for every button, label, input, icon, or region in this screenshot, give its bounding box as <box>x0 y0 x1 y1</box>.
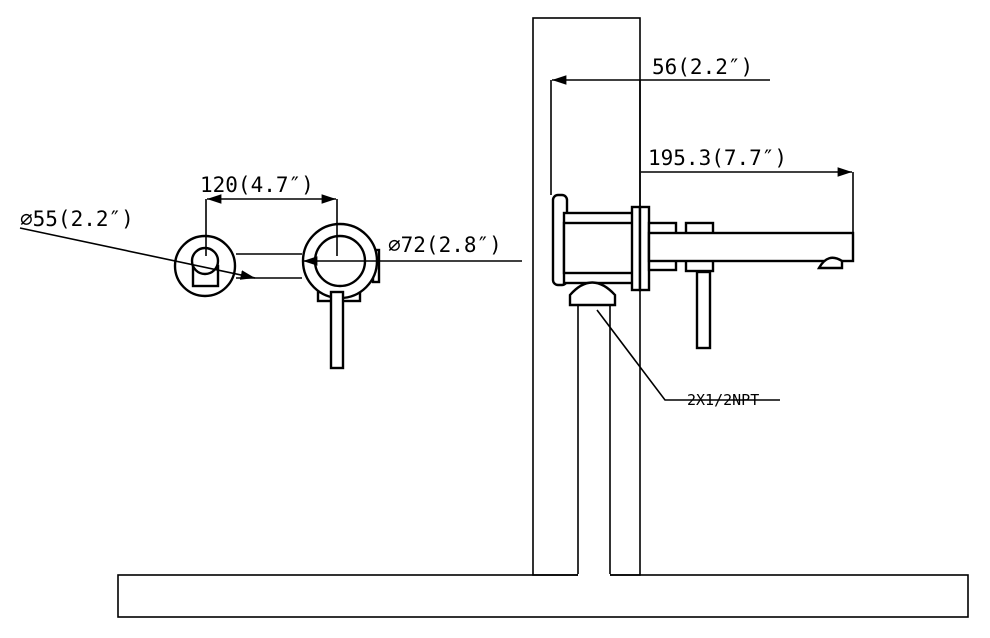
spout <box>647 231 855 263</box>
dimension-lines <box>19 75 854 401</box>
wall-section <box>532 17 641 576</box>
front-handle <box>329 290 345 370</box>
dim-escutcheon-large: ⌀72(2.8″) <box>388 233 502 257</box>
dim-spout-reach: 195.3(7.7″) <box>648 146 787 170</box>
dim-wall-depth: 56(2.2″) <box>652 55 753 79</box>
side-handle <box>695 270 712 350</box>
dim-escutcheon-small: ⌀55(2.2″) <box>20 207 134 231</box>
floor-section <box>117 574 969 618</box>
connection-label: 2X1/2NPT <box>687 391 759 409</box>
dim-center-spacing: 120(4.7″) <box>200 173 314 197</box>
side-view <box>551 193 855 350</box>
